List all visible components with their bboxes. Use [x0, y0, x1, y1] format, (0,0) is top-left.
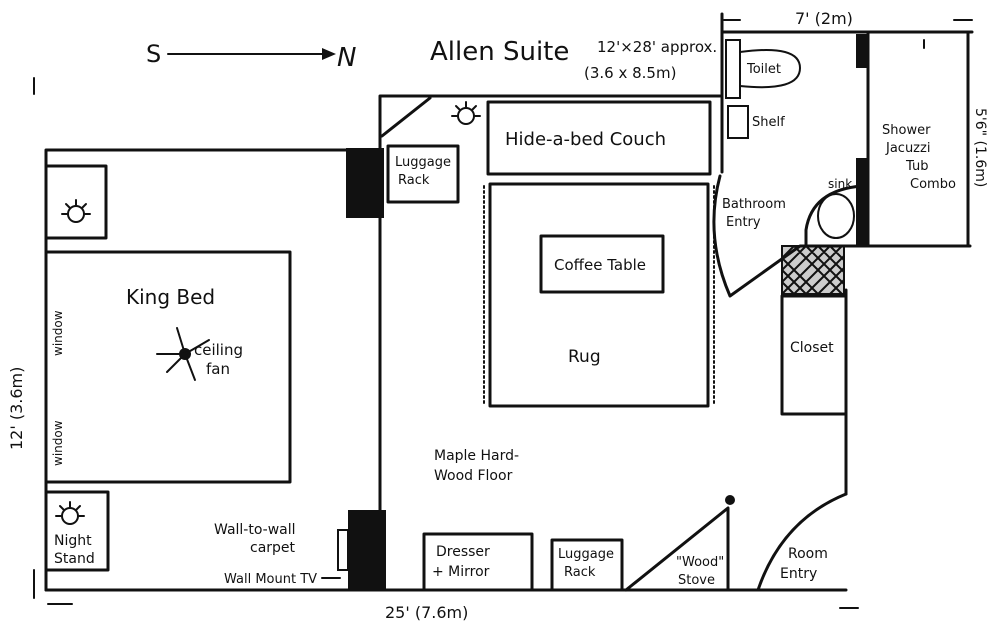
rug-label: Rug [568, 347, 601, 367]
ceiling-fan-label-2: fan [206, 360, 230, 378]
shower-pillar-bottom [856, 158, 868, 246]
room-entry-door [756, 492, 848, 592]
bathroom-entry-label-2: Entry [726, 215, 761, 230]
hide-a-bed-couch [486, 100, 712, 176]
dresser-label-1: Dresser [436, 544, 490, 560]
shower-label-1: Shower [882, 123, 931, 138]
wall-pillar-top [346, 148, 384, 218]
room-entry-label-2: Entry [780, 566, 817, 582]
night-stand-bottom [44, 490, 110, 572]
stove-label-1: "Wood" [676, 555, 724, 570]
lamp-icon-top [61, 199, 91, 223]
shelf [727, 105, 749, 139]
shelf-label: Shelf [752, 115, 785, 130]
wall-mount-tv-label: Wall Mount TV [224, 572, 317, 587]
compass-south: S [146, 40, 161, 68]
sink-basin [817, 193, 855, 239]
shower-label-2: Jacuzzi [885, 141, 930, 156]
closet-hatch-lines [781, 245, 845, 295]
room-entry-label-1: Room [788, 546, 828, 562]
stove-post [725, 495, 735, 505]
size-note-line2: (3.6 x 8.5m) [584, 64, 676, 82]
shower-label-3: Tub [905, 159, 928, 174]
toilet-label: Toilet [746, 62, 781, 77]
closet [780, 294, 848, 416]
compass-arrowhead [322, 48, 336, 60]
carpet-label-1: Wall-to-wall [214, 522, 296, 538]
wood-stove [624, 506, 730, 592]
shower-pillar-top [856, 34, 868, 68]
sink-counter [804, 184, 864, 248]
luggage-rack2-label-2: Rack [564, 565, 596, 580]
dimension-bottom: 25' (7.6m) [385, 603, 468, 622]
night-stand-label-2: Stand [54, 551, 95, 567]
luggage-rack-top [386, 144, 460, 204]
lamp-icon-bottom [55, 501, 85, 525]
coffee-table-label: Coffee Table [554, 256, 646, 274]
night-stand-top [44, 164, 108, 240]
living-room-wall [378, 94, 722, 592]
luggage-rack-bottom [550, 538, 624, 592]
floor-label-2: Wood Floor [434, 468, 513, 484]
window-label-1: window [51, 310, 65, 356]
couch-label: Hide-a-bed Couch [505, 129, 666, 150]
coffee-table [539, 234, 665, 294]
ceiling-fan-label-1: ceiling [194, 341, 243, 359]
dresser-mirror [422, 532, 534, 592]
ceiling-fan-icon [156, 327, 210, 381]
floor-label-1: Maple Hard- [434, 448, 519, 464]
bathroom-entry-door [712, 174, 866, 298]
lamp-icon-couch [451, 101, 481, 125]
luggage-rack2-label-1: Luggage [558, 547, 614, 562]
king-bed-label: King Bed [126, 285, 215, 309]
night-stand-label-1: Night [54, 533, 92, 549]
luggage-rack-label-1: Luggage [395, 155, 451, 170]
window-label-2: window [51, 420, 65, 466]
luggage-rack-label-2: Rack [398, 173, 430, 188]
size-note-line1: 12'×28' approx. [597, 38, 717, 56]
toilet-tank [725, 39, 741, 99]
corner-diagonal [380, 96, 432, 138]
stove-label-2: Stove [678, 573, 715, 588]
sink-label: sink [828, 177, 852, 191]
carpet-label-2: carpet [250, 540, 296, 556]
closet-label: Closet [790, 340, 834, 356]
shower-label-4: Combo [910, 177, 956, 192]
toilet-bowl [739, 49, 802, 89]
rug [488, 182, 710, 408]
dimension-left: 12' (3.6m) [7, 367, 26, 450]
tv-bracket [337, 529, 349, 571]
compass-north: N [337, 43, 356, 73]
king-bed [44, 250, 292, 484]
dresser-label-2: + Mirror [432, 564, 490, 580]
dimension-right: 5'6" (1.6m) [972, 108, 988, 187]
bathroom-entry-label-1: Bathroom [722, 197, 786, 212]
dimension-top-right: 7' (2m) [795, 9, 853, 28]
plan-title: Allen Suite [430, 37, 569, 67]
